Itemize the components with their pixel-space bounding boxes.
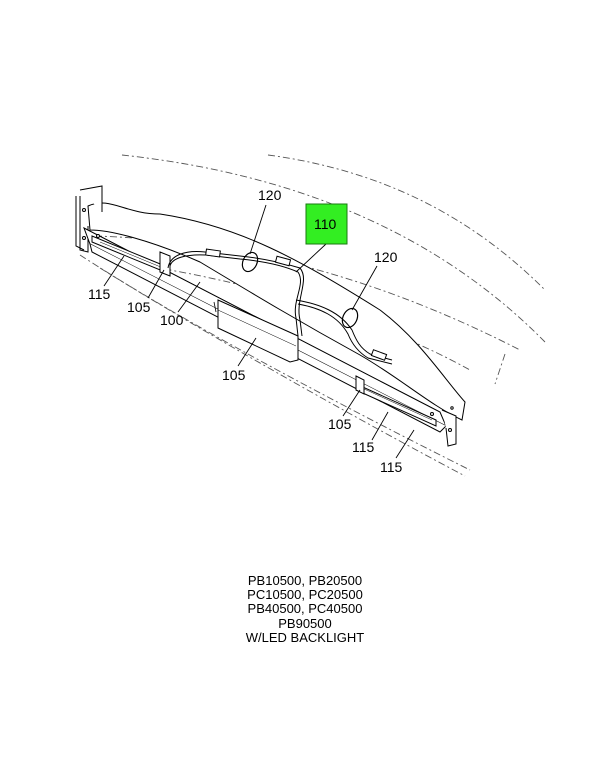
callout-105-left[interactable]: 105 xyxy=(127,299,151,315)
mount-plate-right xyxy=(355,375,365,395)
callout-115-right[interactable]: 115 xyxy=(380,459,403,475)
callout-120-left[interactable]: 120 xyxy=(258,187,282,203)
caption-line-2: PC10500, PC20500 xyxy=(247,587,363,603)
clamp-right xyxy=(341,307,359,329)
callout-115-middle[interactable]: 115 xyxy=(352,439,375,455)
callout-105-center[interactable]: 105 xyxy=(222,367,246,383)
callout-120-right[interactable]: 120 xyxy=(374,249,398,265)
callout-highlight-110[interactable] xyxy=(305,203,348,245)
caption-line-3: PB40500, PC40500 xyxy=(247,601,363,617)
callout-115-left[interactable]: 115 xyxy=(88,286,111,302)
callout-110[interactable]: 110 xyxy=(314,216,337,232)
mount-plate-left xyxy=(159,251,171,277)
wire-harness xyxy=(167,248,393,365)
caption-line-4: PB90500 xyxy=(278,615,332,631)
caption-line-5: W/LED BACKLIGHT xyxy=(245,629,365,645)
caption-line-1: PB10500, PB20500 xyxy=(247,573,363,588)
callout-105-right[interactable]: 105 xyxy=(328,416,352,432)
mount-plate-center xyxy=(213,299,299,363)
right-end-bracket xyxy=(441,406,457,447)
clamp-left xyxy=(241,251,259,273)
header-tube xyxy=(75,185,466,421)
model-applicability-caption: PB10500, PB20500 PC10500, PC20500 PB4050… xyxy=(0,573,610,645)
callout-100[interactable]: 100 xyxy=(160,312,184,328)
leader-lines xyxy=(103,204,415,459)
